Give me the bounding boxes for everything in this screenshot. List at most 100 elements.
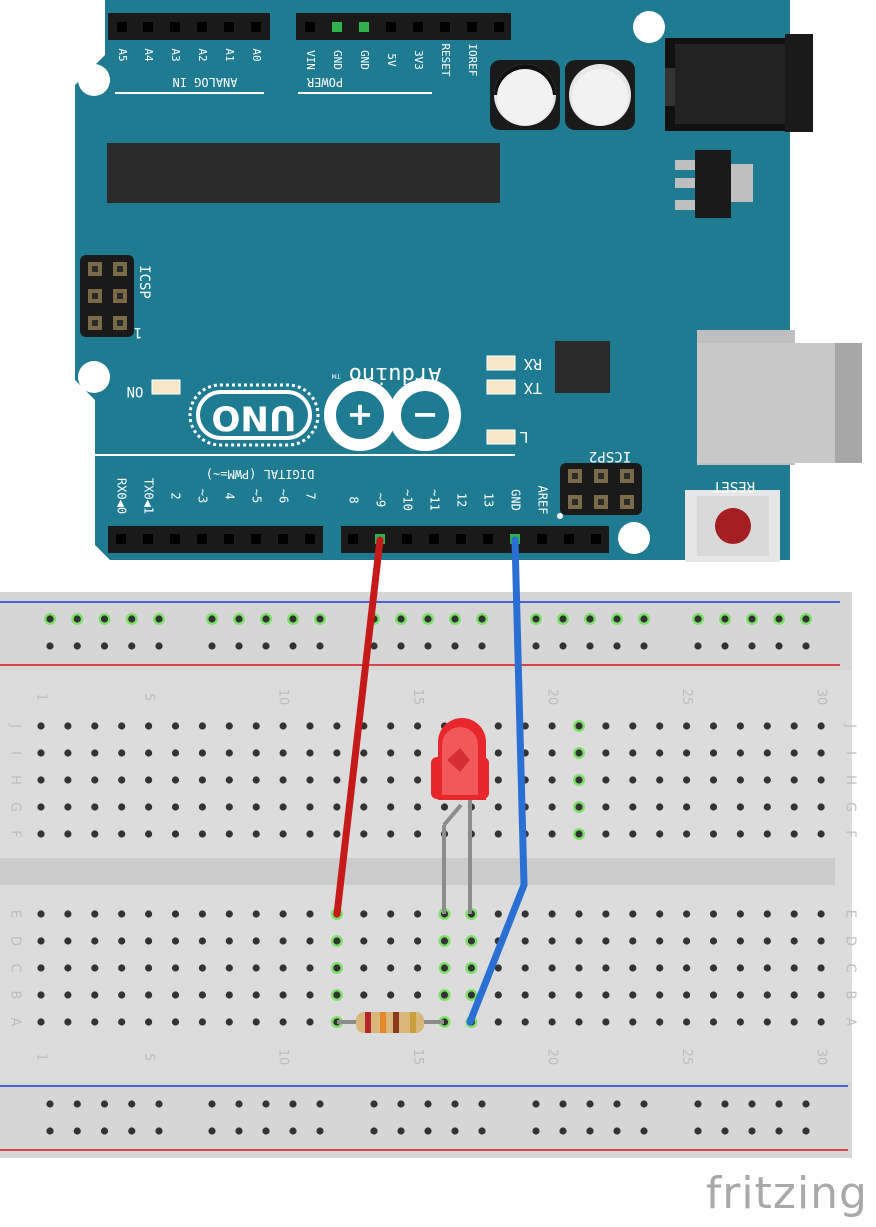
breadboard-hole: [100, 642, 109, 650]
row-letter-right: H: [843, 775, 858, 785]
breadboard-hole: [709, 830, 718, 838]
breadboard-hole: [64, 830, 72, 838]
breadboard-hole: [721, 1127, 729, 1135]
breadboard-hole: [494, 722, 502, 730]
breadboard-hole: [763, 991, 771, 999]
power-pin: [440, 22, 450, 32]
breadboard-hole: [46, 615, 54, 623]
breadboard-hole: [171, 749, 180, 757]
breadboard-hole: [171, 722, 180, 730]
breadboard-hole: [748, 1100, 756, 1108]
breadboard-hole: [602, 776, 610, 784]
digital-pin-label: 8: [347, 496, 361, 503]
breadboard-hole: [683, 803, 691, 811]
breadboard-hole: [155, 1127, 163, 1135]
breadboard-hole: [198, 803, 206, 811]
breadboard-hole: [333, 776, 341, 784]
breadboard-hole: [118, 910, 126, 918]
breadboard-hole: [763, 749, 771, 757]
breadboard-hole: [262, 1100, 270, 1108]
breadboard-hole: [235, 1100, 243, 1108]
breadboard-hole: [494, 776, 502, 784]
breadboard-hole: [46, 1100, 54, 1108]
breadboard-hole: [629, 803, 637, 811]
breadboard-hole: [763, 776, 771, 784]
breadboard-hole: [198, 1018, 206, 1026]
breadboard-hole: [683, 1018, 691, 1026]
breadboard-hole: [145, 910, 153, 918]
row-letter-left: I: [8, 751, 23, 755]
icsp2-pin-core: [572, 499, 578, 505]
breadboard-hole: [790, 722, 798, 730]
breadboard-hole: [817, 722, 825, 730]
breadboard-hole: [736, 776, 745, 784]
breadboard-hole: [683, 964, 691, 972]
breadboard-hole: [548, 964, 556, 972]
breadboard-hole: [709, 964, 718, 972]
board-outline: [75, 0, 790, 560]
row-letter-right: E: [843, 910, 858, 918]
breadboard-hole: [91, 964, 99, 972]
breadboard-hole: [602, 910, 610, 918]
breadboard-hole: [521, 964, 529, 972]
breadboard-hole: [414, 749, 422, 757]
digital-pin-label: TX0◀1: [142, 478, 156, 514]
breadboard-hole: [279, 803, 287, 811]
breadboard-hole: [548, 910, 556, 918]
breadboard-hole: [602, 722, 610, 730]
digital-pin-label: 7: [304, 492, 318, 499]
wire-red-pin9[interactable]: [333, 536, 384, 918]
breadboard-hole: [424, 1127, 432, 1135]
breadboard-hole: [602, 964, 610, 972]
breadboard-hole: [91, 722, 99, 730]
column-number-top: 25: [679, 689, 694, 706]
red-led[interactable]: [431, 718, 489, 800]
breadboard-hole: [575, 937, 583, 945]
breadboard-hole: [208, 642, 216, 650]
breadboard-hole: [360, 803, 368, 811]
breadboard-hole: [640, 1100, 648, 1108]
rx-led: [486, 355, 516, 371]
resistor[interactable]: [356, 1012, 424, 1033]
digital-pin: [402, 534, 412, 544]
reset-button[interactable]: [685, 490, 780, 562]
breadboard-hole: [790, 749, 798, 757]
breadboard-hole: [629, 830, 637, 838]
breadboard-hole: [629, 991, 637, 999]
power-jack: [665, 34, 813, 132]
breadboard-hole: [802, 1100, 810, 1108]
breadboard-hole: [494, 991, 502, 999]
row-letter-left: C: [8, 963, 23, 972]
uno-logo: UNO: [188, 383, 320, 447]
breadboard-center-channel: [0, 858, 835, 885]
breadboard-hole: [64, 722, 72, 730]
breadboard-hole: [225, 910, 233, 918]
analog-pin-label: A0: [250, 48, 263, 61]
breadboard-hole: [440, 803, 449, 811]
row-letter-left: B: [8, 991, 23, 1000]
breadboard-hole: [775, 1127, 783, 1135]
breadboard-hole: [64, 1018, 72, 1026]
breadboard-hole: [709, 722, 718, 730]
breadboard-hole: [397, 1127, 405, 1135]
breadboard-hole: [118, 803, 126, 811]
icsp-pin1-label: 1: [134, 324, 142, 340]
wire-blue-gnd[interactable]: [466, 536, 528, 1026]
breadboard-hole: [683, 749, 691, 757]
breadboard-hole: [494, 830, 502, 838]
icsp2-pin-core: [598, 473, 604, 479]
breadboard-hole: [548, 776, 556, 784]
digital-pin-label: 12: [455, 493, 469, 507]
breadboard-hole: [424, 1100, 432, 1108]
digital-pin: [170, 534, 180, 544]
breadboard-hole: [802, 615, 810, 623]
breadboard-hole: [440, 937, 449, 945]
digital-pin: [429, 534, 439, 544]
breadboard-hole: [790, 803, 798, 811]
breadboard-hole: [736, 722, 745, 730]
breadboard-hole: [225, 937, 233, 945]
breadboard-hole: [640, 1127, 648, 1135]
column-number-bottom: 1: [34, 1053, 49, 1061]
icsp-header: [80, 255, 134, 337]
breadboard-hole: [118, 722, 126, 730]
